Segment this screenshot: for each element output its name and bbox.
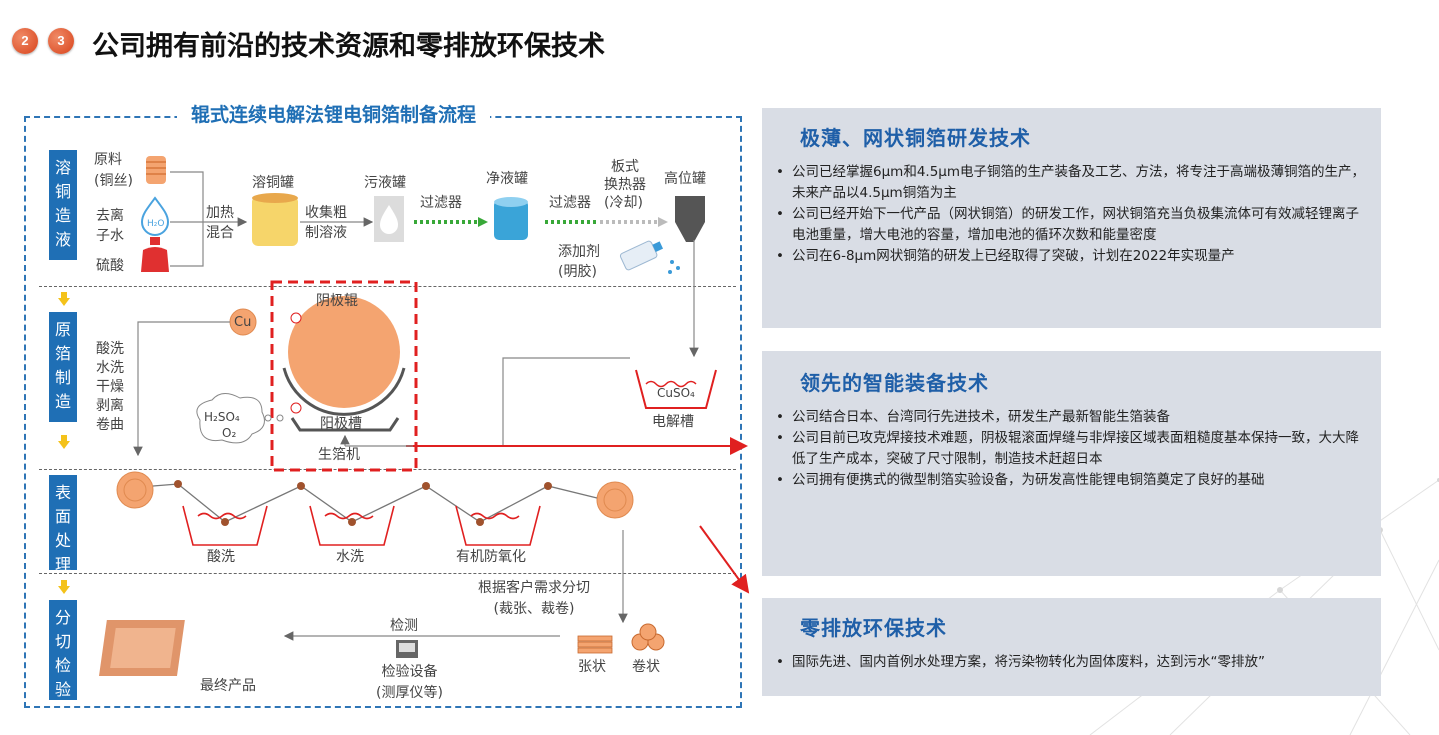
water-drop-icon: H₂O bbox=[140, 196, 170, 236]
dissolving-tank-icon bbox=[252, 193, 298, 246]
high-tank-icon bbox=[675, 196, 705, 242]
label-foil-machine: 生箔机 bbox=[318, 447, 360, 463]
filter-icon-2 bbox=[545, 217, 668, 227]
label-plate-heat-exchanger: 板式 换热器 bbox=[604, 159, 646, 193]
clean-tank-icon bbox=[494, 197, 528, 240]
panel-ultrathin-foil: 极薄、网状铜箔研发技术 公司已经掌握6μm和4.5μm电子铜箔的生产装备及工艺、… bbox=[762, 108, 1381, 328]
panel-title: 零排放环保技术 bbox=[800, 616, 947, 640]
final-product-icon bbox=[98, 620, 185, 676]
label-deionized-water: 去离 子水 bbox=[96, 208, 124, 244]
panel-list: 国际先进、国内首例水处理方案，将污染物转化为固体废料，达到污水“零排放” bbox=[772, 652, 1371, 673]
label-cut-to-order: 根据客户需求分切 (裁张、裁卷) bbox=[478, 580, 590, 617]
roll-foil-icon bbox=[631, 623, 665, 651]
label-anode-tank: 阳极槽 bbox=[320, 416, 362, 432]
label-water-wash: 水洗 bbox=[336, 549, 364, 565]
cathode-roller-icon bbox=[288, 296, 400, 408]
list-item: 公司结合日本、台湾同行先进技术，研发生产最新智能生箔装备 bbox=[776, 407, 1371, 428]
label-cathode-roller: 阴极辊 bbox=[316, 293, 358, 309]
label-pickling: 酸洗 bbox=[207, 549, 235, 565]
separator-1 bbox=[39, 286, 736, 287]
process-graphics: H₂O bbox=[98, 156, 750, 676]
stage-dissolve: 溶铜造液 bbox=[49, 150, 77, 260]
panel-smart-equipment: 领先的智能装备技术 公司结合日本、台湾同行先进技术，研发生产最新智能生箔装备 公… bbox=[762, 351, 1381, 576]
stage-raw-foil: 原箔制造 bbox=[49, 312, 77, 422]
label-cu: Cu bbox=[234, 315, 252, 330]
label-heat-mix: 加热 混合 bbox=[206, 205, 234, 241]
label-inspection: 检测 bbox=[390, 618, 418, 634]
section-badge-3: 3 bbox=[48, 28, 74, 54]
additive-bottle-icon bbox=[619, 240, 664, 271]
label-collect-solution: 收集粗 制溶液 bbox=[305, 205, 347, 241]
label-waste-tank: 污液罐 bbox=[364, 175, 406, 191]
svg-text:H₂O: H₂O bbox=[147, 219, 164, 229]
label-cooling: (冷却) bbox=[604, 195, 643, 211]
label-o2: O₂ bbox=[222, 426, 237, 440]
label-sulfuric-acid: 硫酸 bbox=[96, 258, 124, 274]
section-badge-2: 2 bbox=[12, 28, 38, 54]
surface-treatment-line bbox=[116, 471, 634, 546]
panel-title: 极薄、网状铜箔研发技术 bbox=[800, 126, 1031, 150]
label-raw-material: 原料 (铜丝) bbox=[94, 152, 133, 189]
waste-tank-icon bbox=[374, 196, 404, 242]
stage-slitting: 分切检验 bbox=[49, 600, 77, 700]
label-inspection-equipment: 检验设备 (测厚仪等) bbox=[376, 664, 443, 701]
filter-icon-1 bbox=[414, 217, 488, 227]
inspection-equipment-icon bbox=[396, 640, 418, 658]
stage-arrow-2 bbox=[58, 435, 70, 449]
label-additive: 添加剂 (明胶) bbox=[558, 244, 600, 280]
panel-title: 领先的智能装备技术 bbox=[800, 371, 989, 395]
separator-3 bbox=[39, 573, 736, 574]
label-sheet: 张状 bbox=[578, 659, 606, 675]
label-final-product: 最终产品 bbox=[200, 678, 256, 694]
page-title: 公司拥有前沿的技术资源和零排放环保技术 bbox=[92, 31, 605, 62]
stage-arrow-1 bbox=[58, 292, 70, 306]
label-foil-steps: 酸洗 水洗 干燥 剥离 卷曲 bbox=[96, 341, 124, 433]
stage-arrow-3 bbox=[58, 580, 70, 594]
label-clean-tank: 净液罐 bbox=[486, 171, 528, 187]
sheet-foil-icon bbox=[577, 635, 613, 654]
stage-surface: 表面处理 bbox=[49, 475, 77, 574]
label-h2so4: H₂SO₄ bbox=[204, 410, 240, 424]
label-roll: 卷状 bbox=[632, 659, 660, 675]
panel-list: 公司已经掌握6μm和4.5μm电子铜箔的生产装备及工艺、方法，将专注于高端极薄铜… bbox=[772, 162, 1371, 267]
diagram-title: 辊式连续电解法锂电铜箔制备流程 bbox=[177, 100, 491, 127]
label-filter-2: 过滤器 bbox=[549, 195, 591, 211]
label-electrolytic-tank: 电解槽 bbox=[652, 414, 694, 430]
list-item: 公司拥有便携式的微型制箔实验设备，为研发高性能锂电铜箔奠定了良好的基础 bbox=[776, 470, 1371, 491]
foil-machine-highlight bbox=[270, 280, 418, 472]
list-item: 公司目前已攻克焊接技术难题，阴极辊滚面焊缝与非焊接区域表面粗糙度基本保持一致，大… bbox=[776, 428, 1371, 470]
list-item: 公司已经掌握6μm和4.5μm电子铜箔的生产装备及工艺、方法，将专注于高端极薄铜… bbox=[776, 162, 1371, 204]
list-item: 国际先进、国内首例水处理方案，将污染物转化为固体废料，达到污水“零排放” bbox=[776, 652, 1371, 673]
copper-wire-icon bbox=[146, 156, 166, 184]
label-dissolving-tank: 溶铜罐 bbox=[252, 175, 294, 191]
label-high-tank: 高位罐 bbox=[664, 171, 706, 187]
acid-bottle-icon bbox=[141, 237, 169, 272]
list-item: 公司在6-8μm网状铜箔的研发上已经取得了突破，计划在2022年实现量产 bbox=[776, 246, 1371, 267]
label-cuso4: CuSO₄ bbox=[657, 386, 695, 400]
label-filter-1: 过滤器 bbox=[420, 195, 462, 211]
electrolytic-tank-icon bbox=[635, 369, 717, 409]
label-antioxidation: 有机防氧化 bbox=[456, 549, 526, 565]
panel-list: 公司结合日本、台湾同行先进技术，研发生产最新智能生箔装备 公司目前已攻克焊接技术… bbox=[772, 407, 1371, 491]
panel-zero-emission: 零排放环保技术 国际先进、国内首例水处理方案，将污染物转化为固体废料，达到污水“… bbox=[762, 598, 1381, 696]
list-item: 公司已经开始下一代产品（网状铜箔）的研发工作，网状铜箔充当负极集流体可有效减轻锂… bbox=[776, 204, 1371, 246]
